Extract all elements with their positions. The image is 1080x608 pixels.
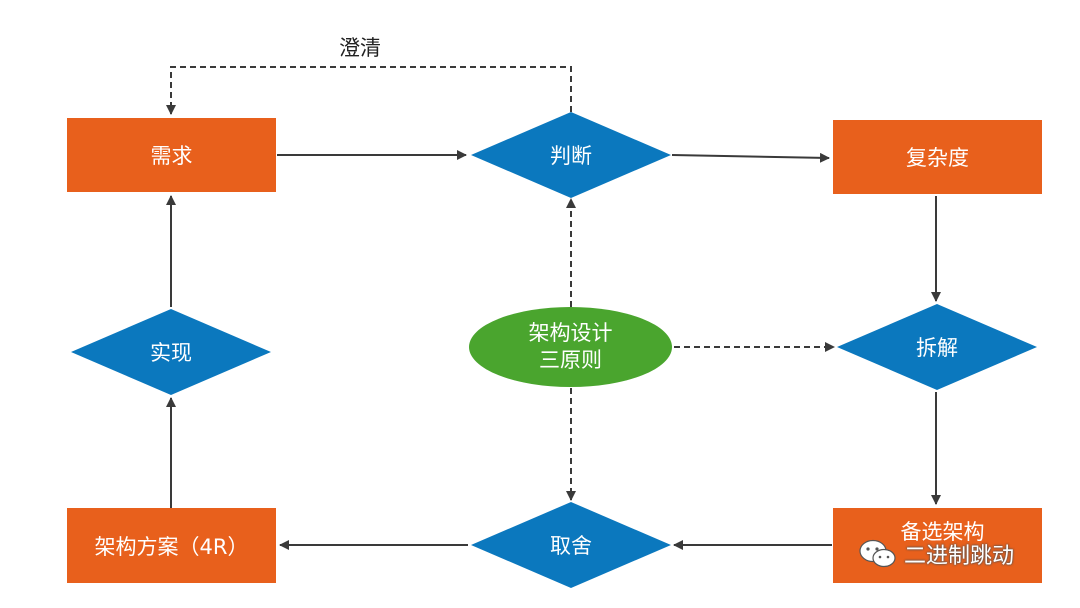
decomposition-label: 拆解 <box>916 336 958 360</box>
clarify-label: 澄清 <box>339 36 381 60</box>
arrow-judgment-to-complexity <box>671 152 830 163</box>
watermark-text: 二进制跳动 <box>904 544 1015 569</box>
principles-line1: 架构设计 <box>528 321 613 345</box>
complexity-label: 复杂度 <box>906 146 969 170</box>
implementation-label: 实现 <box>150 341 192 365</box>
principles-line2: 三原则 <box>539 348 602 372</box>
requirement-label: 需求 <box>150 144 193 168</box>
wechat-watermark: 二进制跳动 <box>858 538 1014 570</box>
implementation-node: 实现 <box>71 309 271 395</box>
decomposition-node: 拆解 <box>837 304 1037 390</box>
clarify-loop-arrow <box>166 66 572 115</box>
judgment-label: 判断 <box>550 144 592 168</box>
judgment-node: 判断 <box>471 112 671 198</box>
complexity-node: 复杂度 <box>833 120 1042 194</box>
tradeoff-label: 取舍 <box>550 534 592 558</box>
architecture-plan-label: 架构方案（4R） <box>94 534 249 559</box>
wechat-icon <box>859 539 896 568</box>
architecture-plan-node: 架构方案（4R） <box>67 508 276 583</box>
design-principles-node: 架构设计 三原则 <box>469 307 672 387</box>
candidate-architecture-label: 备选架构 <box>900 519 985 544</box>
requirement-node: 需求 <box>67 118 276 192</box>
tradeoff-node: 取舍 <box>471 502 671 588</box>
